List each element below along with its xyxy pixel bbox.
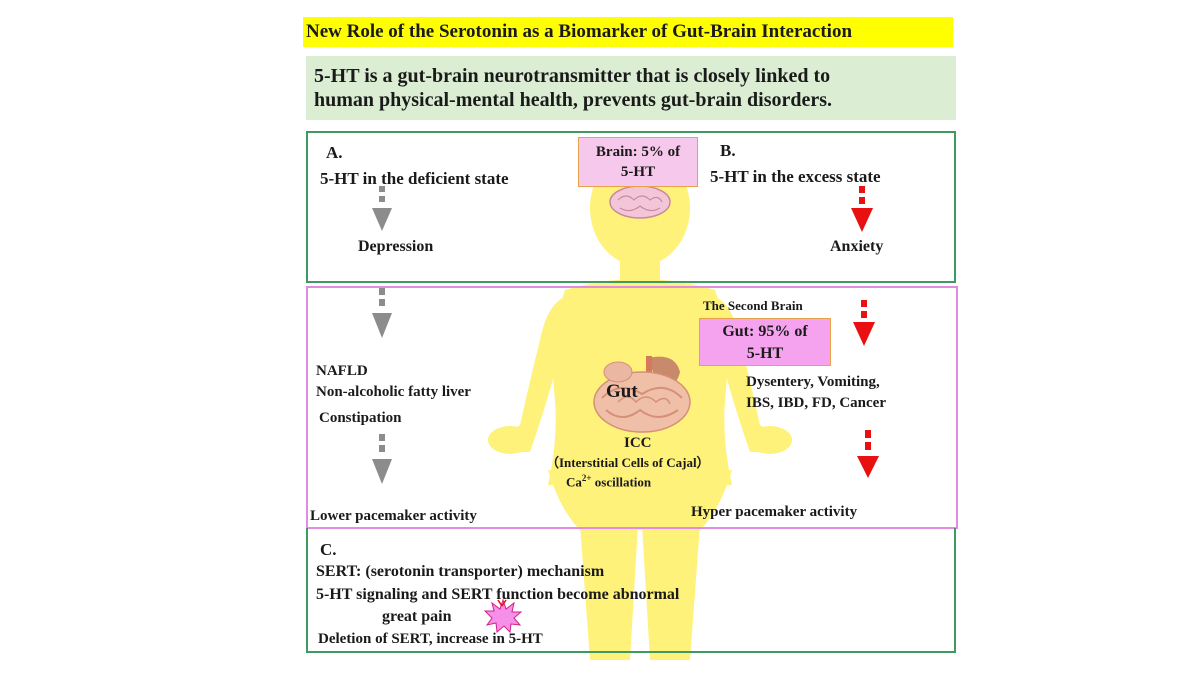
intestines-icon bbox=[593, 356, 691, 433]
pain-burst-icon bbox=[484, 598, 522, 634]
human-body-silhouette bbox=[488, 150, 792, 660]
brain-box-line-2: 5-HT bbox=[620, 164, 656, 180]
deficient-arrow-pacemaker bbox=[372, 434, 392, 484]
nafld-label: NAFLD bbox=[316, 363, 368, 379]
summary-line-2: human physical-mental health, prevents g… bbox=[314, 89, 833, 111]
page-title: New Role of the Serotonin as a Biomarker… bbox=[303, 17, 953, 47]
gut-disorders-line-2: IBS, IBD, FD, Cancer bbox=[746, 395, 887, 411]
anxiety-label: Anxiety bbox=[830, 238, 884, 255]
excess-arrow-brain bbox=[851, 186, 873, 232]
section-b-letter: B. bbox=[720, 141, 736, 160]
brain-section-frame bbox=[306, 131, 956, 283]
sert-abnormal-label: 5-HT signaling and SERT function become … bbox=[316, 586, 680, 603]
brain-icon bbox=[609, 185, 671, 219]
section-a-letter: A. bbox=[326, 143, 343, 162]
deficient-arrow-brain bbox=[372, 186, 392, 231]
gut-percentage-box: Gut: 95% of 5-HT bbox=[699, 318, 831, 366]
excess-arrow-gut bbox=[853, 300, 875, 346]
summary-line-1: 5-HT is a gut-brain neurotransmitter tha… bbox=[314, 65, 831, 87]
gut-organ-label: Gut bbox=[606, 381, 638, 402]
gut-disorders-line-1: Dysentery, Vomiting, bbox=[746, 374, 880, 390]
gut-section-frame bbox=[306, 286, 958, 529]
summary-box: 5-HT is a gut-brain neurotransmitter tha… bbox=[306, 56, 956, 120]
sert-deletion-label: Deletion of SERT, increase in 5-HT bbox=[318, 631, 543, 647]
hyper-pacemaker-label: Hyper pacemaker activity bbox=[691, 504, 858, 520]
icc-full-label: （Interstitial Cells of Cajal） bbox=[546, 455, 710, 470]
brain-percentage-box: Brain: 5% of 5-HT bbox=[578, 137, 698, 187]
deficient-arrow-gut bbox=[372, 288, 392, 338]
section-c-letter: C. bbox=[320, 540, 337, 559]
great-pain-label: great pain bbox=[382, 608, 452, 625]
second-brain-label: The Second Brain bbox=[703, 298, 803, 313]
sert-mechanism-label: SERT: (serotonin transporter) mechanism bbox=[316, 563, 605, 580]
gut-box-line-2: 5-HT bbox=[746, 345, 784, 362]
icc-label: ICC bbox=[624, 435, 652, 451]
gut-box-line-1: Gut: 95% of bbox=[722, 323, 808, 340]
section-b-state: 5-HT in the excess state bbox=[710, 167, 881, 186]
fatty-liver-label: Non-alcoholic fatty liver bbox=[316, 384, 471, 400]
ca-oscillation-label: Ca2+ oscillation bbox=[566, 473, 652, 490]
depression-label: Depression bbox=[358, 238, 434, 255]
section-a-state: 5-HT in the deficient state bbox=[320, 169, 509, 188]
sert-section-frame bbox=[306, 528, 956, 653]
lower-pacemaker-label: Lower pacemaker activity bbox=[310, 508, 477, 524]
brain-box-line-1: Brain: 5% of bbox=[595, 144, 681, 160]
excess-arrow-pacemaker bbox=[857, 430, 879, 478]
constipation-label: Constipation bbox=[319, 410, 402, 426]
